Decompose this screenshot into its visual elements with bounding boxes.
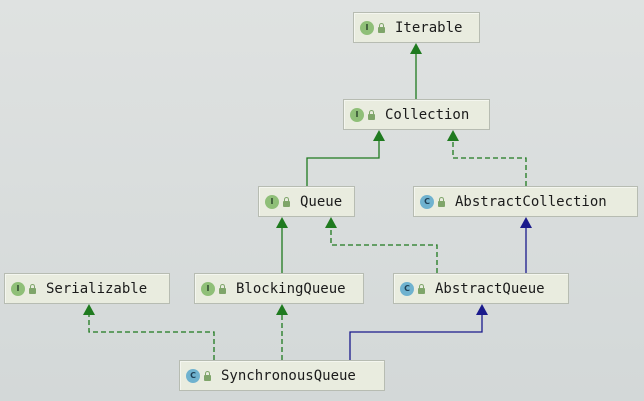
edge-blockingqueue-to-queue xyxy=(276,217,288,273)
lock-icon xyxy=(367,109,376,120)
edge-abstractcollection-to-collection xyxy=(447,130,527,186)
interface-icon: I xyxy=(265,194,279,209)
node-synchronousqueue[interactable]: C SynchronousQueue xyxy=(179,360,385,391)
lock-icon xyxy=(203,370,212,381)
node-queue[interactable]: I Queue xyxy=(258,186,355,217)
node-blockingqueue[interactable]: I BlockingQueue xyxy=(194,273,364,304)
node-abstractqueue[interactable]: C AbstractQueue xyxy=(393,273,569,304)
node-collection[interactable]: I Collection xyxy=(343,99,490,130)
edge-queue-to-collection xyxy=(306,130,385,186)
arrowhead xyxy=(520,217,532,228)
edge-synchronousqueue-to-abstractqueue xyxy=(349,304,488,360)
edge-line xyxy=(306,141,380,186)
node-abstractcollection[interactable]: C AbstractCollection xyxy=(413,186,638,217)
lock-icon xyxy=(282,196,291,207)
node-label: BlockingQueue xyxy=(236,280,346,297)
node-label: AbstractCollection xyxy=(455,193,607,210)
arrowhead xyxy=(373,130,385,141)
edge-line xyxy=(452,141,527,186)
edge-abstractqueue-to-abstractcollection xyxy=(520,217,532,273)
node-label: Iterable xyxy=(395,19,463,36)
class-icon: C xyxy=(186,368,200,383)
arrowhead xyxy=(476,304,488,315)
edge-synchronousqueue-to-serializable xyxy=(83,304,215,360)
node-label: Collection xyxy=(385,106,470,123)
class-icon: C xyxy=(400,281,414,296)
lock-icon xyxy=(28,283,37,294)
lock-icon xyxy=(437,196,446,207)
node-iterable[interactable]: I Iterable xyxy=(353,12,480,43)
edge-line xyxy=(330,228,438,273)
interface-icon: I xyxy=(11,281,25,296)
arrowhead xyxy=(447,130,459,141)
edge-line xyxy=(349,315,483,360)
interface-icon: I xyxy=(201,281,215,296)
class-icon: C xyxy=(420,194,434,209)
edge-abstractqueue-to-queue xyxy=(325,217,438,273)
lock-icon xyxy=(417,283,426,294)
edge-synchronousqueue-to-blockingqueue xyxy=(276,304,288,360)
node-label: Queue xyxy=(300,193,343,210)
node-label: Serializable xyxy=(46,280,148,297)
node-label: AbstractQueue xyxy=(435,280,545,297)
arrowhead xyxy=(276,217,288,228)
arrowhead xyxy=(325,217,337,228)
node-serializable[interactable]: I Serializable xyxy=(4,273,170,304)
arrowhead xyxy=(410,43,422,54)
arrowhead xyxy=(276,304,288,315)
interface-icon: I xyxy=(350,107,364,122)
edge-collection-to-iterable xyxy=(410,43,422,99)
arrowhead xyxy=(83,304,95,315)
interface-icon: I xyxy=(360,20,374,35)
node-label: SynchronousQueue xyxy=(221,367,356,384)
edge-line xyxy=(88,315,215,360)
lock-icon xyxy=(218,283,227,294)
lock-icon xyxy=(377,22,386,33)
